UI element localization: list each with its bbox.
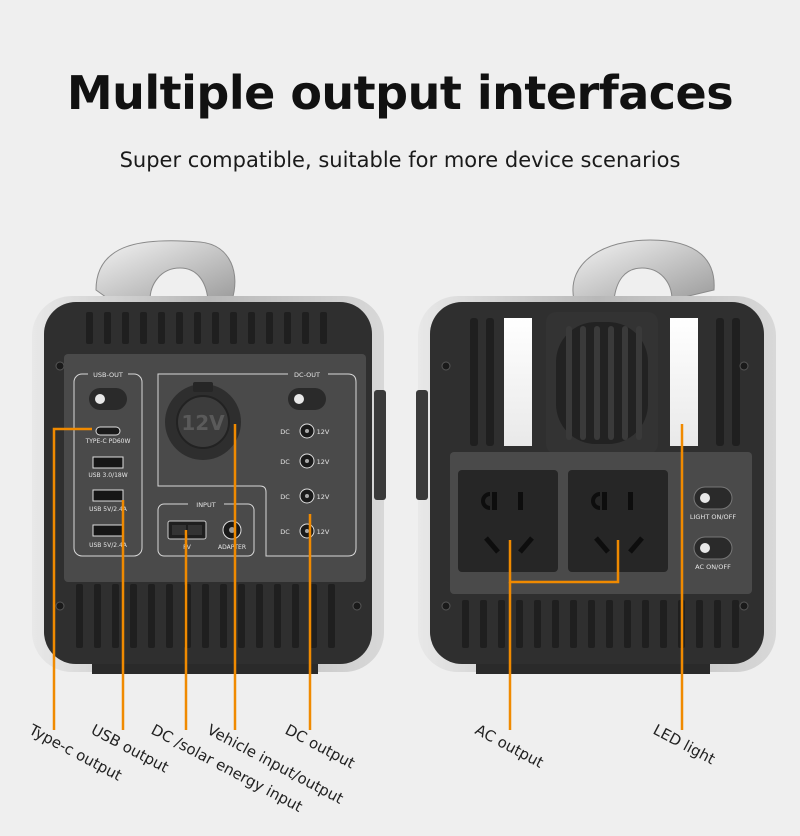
front-unit: USB-OUT TYPE-C PD60W USB 3.0/18W USB 5V/… <box>32 240 386 674</box>
led-light-left <box>504 318 532 446</box>
back-unit: LIGHT ON/OFF AC ON/OFF <box>416 239 776 674</box>
dc-port-1[interactable] <box>299 423 315 439</box>
dc-port-2[interactable] <box>299 453 315 469</box>
front-bottom-vents <box>76 584 335 648</box>
usb-port-2[interactable] <box>92 489 124 502</box>
dc-port-2-right: 12V <box>317 458 330 466</box>
dc-port-2-left: DC <box>280 458 290 466</box>
cig-label: 12V <box>181 411 225 435</box>
dc-port-4-left: DC <box>280 528 290 536</box>
typec-label: TYPE-C PD60W <box>85 438 131 445</box>
usb2-label: USB 5V/2.4A <box>89 506 128 513</box>
usb1-label: USB 3.0/18W <box>88 472 127 479</box>
usb-out-title: USB-OUT <box>93 371 123 379</box>
ac-switch-label: AC ON/OFF <box>695 563 731 571</box>
back-top-vents <box>470 318 740 446</box>
light-switch[interactable] <box>693 486 733 510</box>
dc-port-3-left: DC <box>280 493 290 501</box>
pv-label: PV <box>183 544 192 551</box>
leader-typec <box>52 427 92 730</box>
back-screws <box>441 361 749 611</box>
usb-port-1[interactable] <box>92 456 124 469</box>
adapter-input-port[interactable] <box>222 520 242 540</box>
dc-port-4[interactable] <box>299 523 315 539</box>
back-handle <box>572 239 715 301</box>
page-title: Multiple output interfaces <box>66 66 734 120</box>
light-switch-label: LIGHT ON/OFF <box>690 513 737 521</box>
dc-port-3[interactable] <box>299 488 315 504</box>
dc-port-4-right: 12V <box>317 528 330 536</box>
led-light-right <box>670 318 698 446</box>
ac-outlet-2[interactable] <box>568 470 668 572</box>
usb-power-button[interactable] <box>89 388 127 410</box>
leader-lines <box>52 424 684 730</box>
ac-outlet-1[interactable] <box>458 470 558 572</box>
dc-power-button[interactable] <box>288 388 326 410</box>
dc-out-title: DC-OUT <box>294 371 320 379</box>
typec-port[interactable] <box>95 426 121 436</box>
front-top-vents <box>86 312 327 344</box>
dc-port-1-right: 12V <box>317 428 330 436</box>
cigarette-socket[interactable]: 12V <box>165 382 241 460</box>
usb3-label: USB 5V/2.4A <box>89 542 128 549</box>
front-handle <box>95 240 236 301</box>
page-subtitle: Super compatible, suitable for more devi… <box>119 148 681 172</box>
dc-port-3-right: 12V <box>317 493 330 501</box>
adapter-label: ADAPTER <box>218 544 246 551</box>
dc-port-1-left: DC <box>280 428 290 436</box>
leader-ac <box>508 540 620 584</box>
ac-switch[interactable] <box>693 536 733 560</box>
front-control-panel <box>64 354 366 582</box>
cooling-fan <box>546 312 658 454</box>
callout-led: LED light <box>650 721 718 769</box>
usb-port-3[interactable] <box>92 524 124 537</box>
input-title: INPUT <box>196 501 215 509</box>
